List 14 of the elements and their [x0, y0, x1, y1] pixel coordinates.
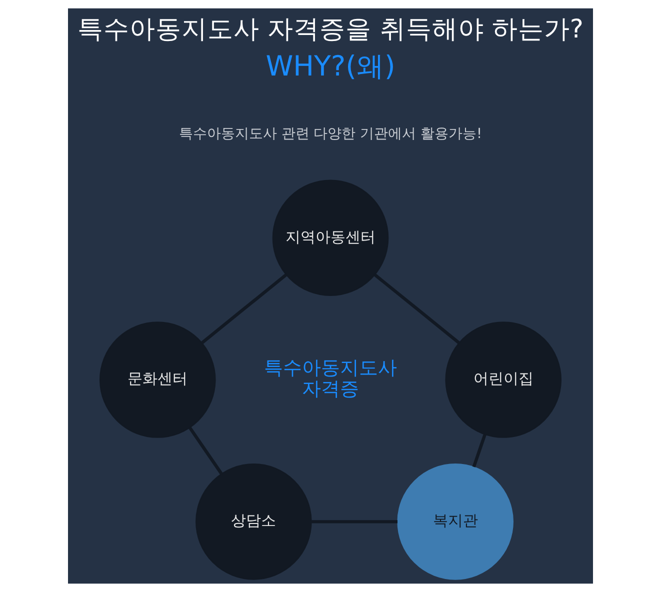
diagram-title: 특수아동지도사 자격증을 취득해야 하는가?: [78, 14, 584, 44]
connector: [201, 274, 287, 344]
connector: [312, 520, 398, 524]
label: 특수아동지도사 자격증: [264, 356, 397, 400]
node-circle: 문화센터: [99, 322, 216, 438]
node-circle: 지역아동센터: [272, 180, 389, 296]
connector: [188, 426, 223, 474]
connector: [472, 434, 486, 468]
label: 특수아동지도사 관련 다양한 기관에서 활용가능!: [178, 126, 482, 142]
node-circle: 어린이집: [445, 322, 562, 438]
connector: [374, 274, 460, 344]
node-circle: 상담소: [196, 464, 312, 580]
label: WHY?(왜): [266, 49, 396, 82]
node-circle: 복지관: [397, 464, 514, 580]
